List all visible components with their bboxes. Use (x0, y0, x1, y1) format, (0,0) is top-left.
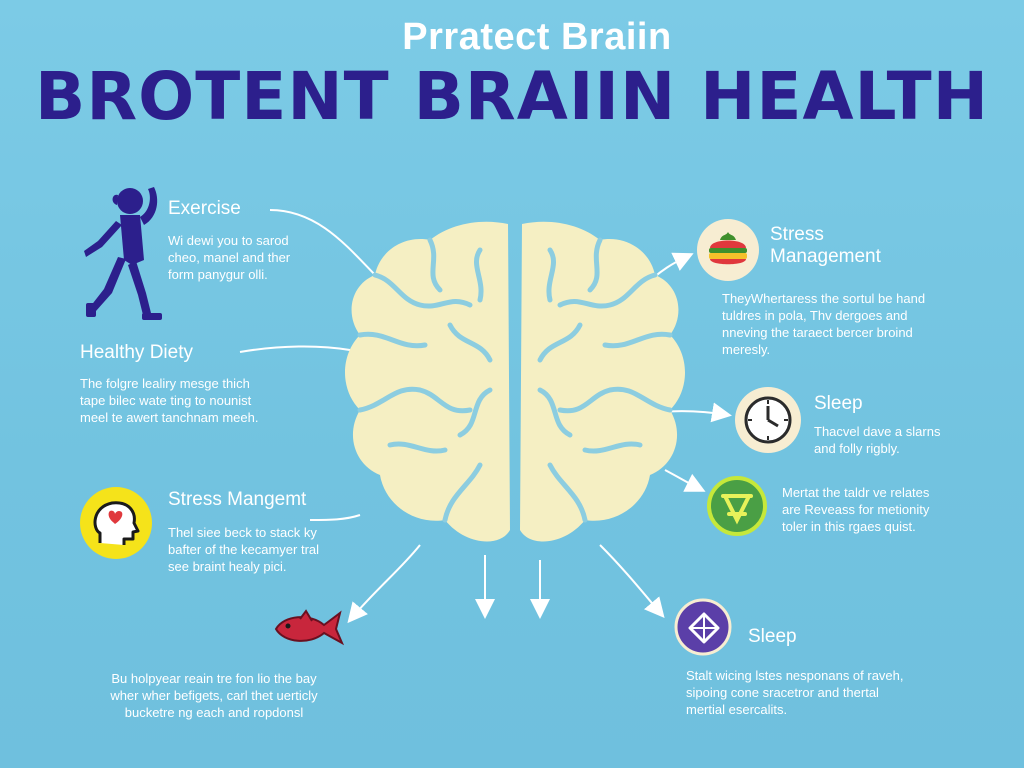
envelope-icon (674, 598, 732, 656)
burger-icon (697, 219, 759, 281)
topic-body-fish: Bu holpyear reain tre fon lio the bay wh… (110, 671, 318, 720)
topic-heading-healthy-diety: Healthy Diety (80, 342, 193, 363)
head-heart-icon (80, 487, 152, 559)
topic-heading-sleep-envelope: Sleep (748, 626, 797, 647)
brain-right-hemisphere (520, 221, 685, 542)
running-person-icon (84, 187, 162, 320)
arrow-stress-left (309, 514, 361, 521)
main-title: BROTENT BRAIIN HEALTH (35, 58, 989, 135)
topic-heading-sleep-clock: Sleep (814, 393, 863, 414)
clock-icon (735, 387, 801, 453)
topic-heading-stress-mangemt: Stress Mangemt (168, 489, 307, 510)
topic-body-stress-management: TheyWhertaress the sortul be hand tuldre… (722, 291, 926, 357)
brain-illustration (345, 221, 685, 542)
arrow-envelope (599, 544, 665, 619)
topic-body-meditation: Mertat the taldr ve relates are Reveass … (782, 485, 930, 534)
fish-icon (274, 609, 345, 646)
topic-body-healthy-diety: The folgre lealiry mesge thich tape bile… (80, 376, 259, 425)
subtitle: Prratect Braiin (402, 16, 672, 58)
meditation-icon (707, 476, 767, 536)
topic-body-sleep-envelope: Stalt wicing lstes nesponans of raveh, s… (686, 668, 904, 717)
topic-body-stress-mangemt: Thel siee beck to stack ky bafter of the… (168, 525, 320, 574)
topic-heading-exercise: Exercise (168, 198, 241, 219)
arrow-fish (347, 544, 421, 624)
brain-left-hemisphere (345, 221, 510, 542)
arrow-exercise (269, 209, 381, 281)
topic-body-sleep-clock: Thacvel dave a slarns and folly rigbly. (814, 424, 941, 456)
topic-body-exercise: Wi dewi you to sarod cheo, manel and the… (168, 233, 291, 282)
arrow-meditation (664, 469, 706, 492)
arrow-diet (239, 345, 351, 353)
topic-heading-stress-management: Stress Management (770, 224, 881, 267)
